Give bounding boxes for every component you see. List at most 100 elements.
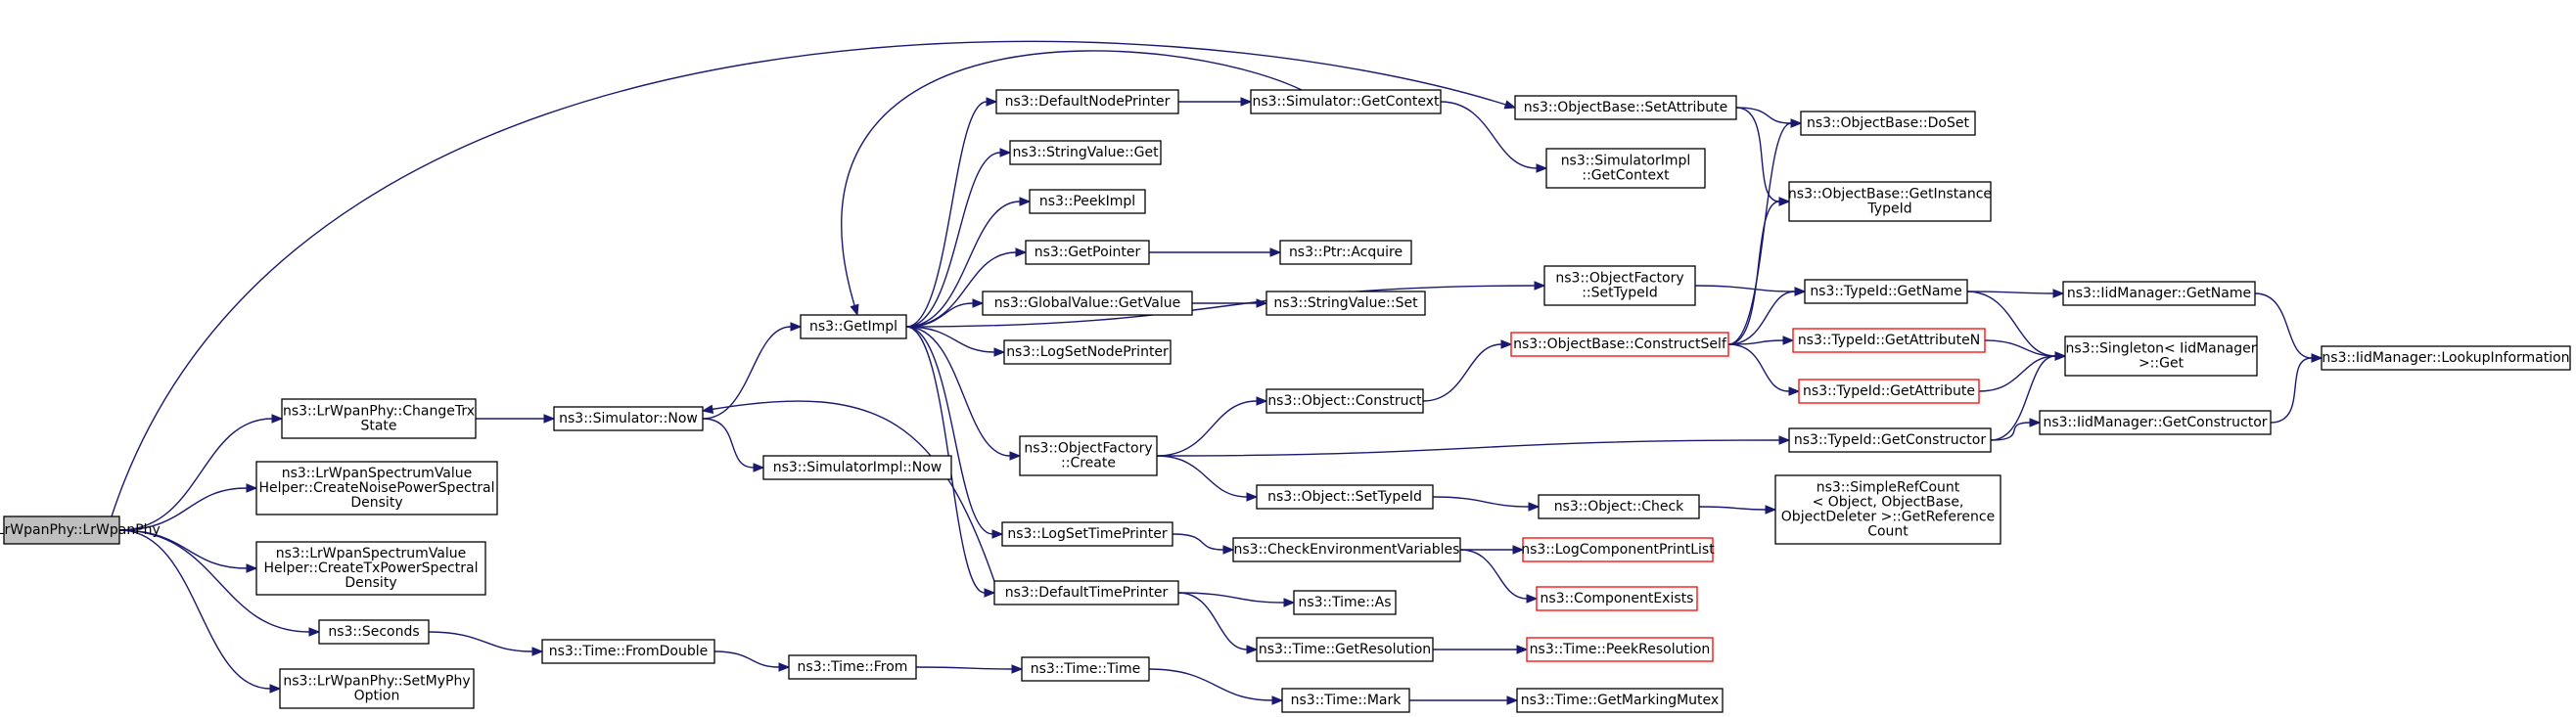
- node-lognodeprinter[interactable]: ns3::LogSetNodePrinter: [1003, 339, 1172, 365]
- node-box: [1256, 484, 1434, 510]
- node-defnodeprinter[interactable]: ns3::DefaultNodePrinter: [995, 89, 1179, 114]
- node-timefrom[interactable]: ns3::Time::From: [788, 654, 917, 680]
- edge-arrowhead: [2054, 351, 2067, 361]
- node-box: [800, 314, 907, 339]
- edge-arrowhead: [984, 588, 996, 598]
- edge-line: [118, 487, 248, 531]
- node-iidgetname[interactable]: ns3::IidManager::GetName: [2062, 281, 2256, 306]
- node-timegetres[interactable]: ns3::Time::GetResolution: [1256, 637, 1434, 662]
- node-peekres[interactable]: ns3::Time::PeekResolution: [1526, 637, 1714, 662]
- node-simgetcontext[interactable]: ns3::Simulator::GetContext: [1250, 89, 1442, 114]
- node-logcomplist[interactable]: ns3::LogComponentPrintList: [1521, 537, 1715, 562]
- edge-arrowhead: [2029, 418, 2042, 427]
- node-peekimpl[interactable]: ns3::PeekImpl: [1029, 189, 1146, 214]
- node-stringget[interactable]: ns3::StringValue::Get: [1009, 140, 1162, 165]
- node-box: [2062, 281, 2256, 306]
- edge-arrowhead: [999, 148, 1012, 157]
- edge-arrowhead: [1782, 336, 1795, 345]
- edge-arrowhead: [986, 97, 998, 107]
- node-box: [762, 455, 952, 480]
- node-timetime[interactable]: ns3::Time::Time: [1021, 656, 1150, 682]
- node-timeas[interactable]: ns3::Time::As: [1293, 590, 1397, 615]
- node-getpointer[interactable]: ns3::GetPointer: [1025, 240, 1150, 265]
- node-box: [3, 515, 120, 545]
- edge-arrowhead: [2311, 353, 2323, 363]
- node-label: Density: [345, 575, 396, 591]
- edge-line: [1727, 122, 1792, 345]
- node-objcheck[interactable]: ns3::Object::Check: [1538, 494, 1700, 519]
- node-checkenv[interactable]: ns3::CheckEnvironmentVariables: [1232, 537, 1461, 562]
- node-label: ns3::LrWpanSpectrumValue: [276, 546, 467, 561]
- node-label: State: [360, 419, 396, 434]
- edge-line: [1156, 439, 1780, 457]
- node-iidlookup[interactable]: ns3::IidManager::LookupInformation: [2321, 345, 2571, 371]
- edge-arrowhead: [531, 647, 544, 656]
- node-label: ns3::LrWpanPhy::LrWpanPhy: [0, 522, 161, 538]
- edge-arrowhead: [753, 463, 765, 472]
- node-getimpl[interactable]: ns3::GetImpl: [800, 314, 907, 339]
- edge-line: [905, 326, 995, 353]
- node-timemark[interactable]: ns3::Time::Mark: [1281, 688, 1410, 713]
- node-obconstructself[interactable]: ns3::ObjectBase::ConstructSelf: [1510, 332, 1729, 357]
- node-typeidgetname[interactable]: ns3::TypeId::GetName: [1804, 279, 1968, 304]
- node-typeidgetattr[interactable]: ns3::TypeId::GetAttribute: [1798, 379, 1980, 404]
- node-box: [1788, 427, 1992, 453]
- edge-arrowhead: [246, 563, 258, 573]
- node-box: [1029, 189, 1146, 214]
- node-box: [1256, 637, 1434, 662]
- node-ptracquire[interactable]: ns3::Ptr::Acquire: [1279, 240, 1412, 265]
- node-logtimeprinter[interactable]: ns3::LogSetTimePrinter: [1001, 521, 1173, 547]
- node-label: ObjectDeleter >::GetReference: [1781, 510, 1995, 525]
- node-objfactsettypeid[interactable]: ns3::ObjectFactory::SetTypeId: [1543, 265, 1696, 306]
- node-obsetattr[interactable]: ns3::ObjectBase::SetAttribute: [1514, 95, 1737, 120]
- node-root[interactable]: ns3::LrWpanPhy::LrWpanPhy: [0, 515, 161, 545]
- node-box: [281, 398, 477, 439]
- node-stringset[interactable]: ns3::StringValue::Set: [1265, 291, 1426, 316]
- edge-objfactcreate-to-objsettypeid: [1156, 455, 1259, 502]
- edge-arrowhead: [1269, 247, 1282, 257]
- edge-arrowhead: [1765, 505, 1777, 515]
- node-label: ns3::Simulator::Now: [559, 411, 698, 426]
- node-label: ns3::Singleton< IidManager: [2066, 341, 2257, 357]
- node-label: ns3::IidManager::GetName: [2067, 286, 2251, 301]
- node-typeidgetctor[interactable]: ns3::TypeId::GetConstructor: [1788, 427, 1992, 453]
- node-objfactcreate[interactable]: ns3::ObjectFactory::Create: [1019, 435, 1158, 476]
- node-simplerefcount[interactable]: ns3::SimpleRefCount< Object, ObjectBase,…: [1774, 474, 2001, 545]
- node-box: [1003, 339, 1172, 365]
- node-simimplnow[interactable]: ns3::SimulatorImpl::Now: [762, 455, 952, 480]
- node-objconstruct[interactable]: ns3::Object::Construct: [1265, 388, 1424, 414]
- edge-logtimeprinter-to-checkenv: [1172, 533, 1235, 555]
- node-simimplgetctx[interactable]: ns3::SimulatorImpl::GetContext: [1545, 148, 1706, 189]
- node-singletonget[interactable]: ns3::Singleton< IidManager >::Get: [2064, 336, 2258, 377]
- node-box: [1265, 291, 1426, 316]
- node-noisepsd[interactable]: ns3::LrWpanSpectrumValueHelper::CreateNo…: [255, 461, 498, 515]
- node-deftimeprinter[interactable]: ns3::DefaultTimePrinter: [993, 580, 1179, 605]
- node-getmarkingmutex[interactable]: ns3::Time::GetMarkingMutex: [1516, 688, 1724, 713]
- node-box: [279, 668, 475, 709]
- edge-arrowhead: [1788, 386, 1801, 396]
- node-globalget[interactable]: ns3::GlobalValue::GetValue: [982, 291, 1193, 316]
- node-txpsd[interactable]: ns3::LrWpanSpectrumValueHelper::CreateTx…: [255, 541, 486, 596]
- edge-line: [1727, 291, 1796, 345]
- node-compexists[interactable]: ns3::ComponentExists: [1536, 586, 1698, 611]
- node-objsettypeid[interactable]: ns3::Object::SetTypeId: [1256, 484, 1434, 510]
- edge-getimpl-to-defnodeprinter: [905, 97, 998, 328]
- node-label: ns3::Seconds: [328, 624, 419, 640]
- edge-arrowhead: [1011, 664, 1024, 674]
- node-iidgetctor[interactable]: ns3::IidManager::GetConstructor: [2039, 410, 2272, 435]
- node-obdoset[interactable]: ns3::ObjectBase::DoSet: [1800, 111, 1976, 136]
- node-box: [1543, 265, 1696, 306]
- node-box: [1788, 181, 1992, 222]
- node-label: ns3::Time::FromDouble: [549, 644, 709, 659]
- edge-arrowhead: [1009, 451, 1022, 461]
- edge-arrowhead: [1534, 281, 1546, 291]
- node-seconds[interactable]: ns3::Seconds: [318, 619, 430, 645]
- edge-typeidgetname-to-iidgetname: [1966, 289, 2065, 298]
- node-typeidgetattrn[interactable]: ns3::TypeId::GetAttributeN: [1792, 328, 1986, 353]
- node-fromdouble[interactable]: ns3::Time::FromDouble: [541, 639, 715, 664]
- node-simnow[interactable]: ns3::Simulator::Now: [553, 406, 704, 431]
- node-label: ns3::IidManager::LookupInformation: [2322, 350, 2569, 366]
